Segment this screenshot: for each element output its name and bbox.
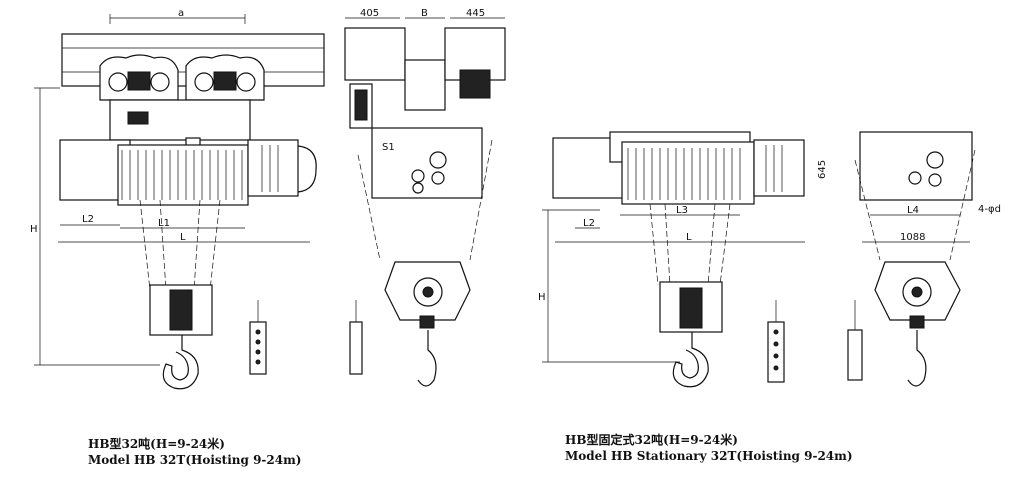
left-caption-line1: HB型32吨(H=9-24米) [88,437,225,451]
dim-l-label: L [180,232,186,243]
right-dim-bolt-label: 4-φd [978,204,1001,215]
hook [162,335,199,390]
right-rope-drum [621,141,755,205]
left-end-view: 405 B 445 S1 [344,8,506,387]
right-caption-line1: HB型固定式32吨(H=9-24米) [565,433,738,447]
trolley-left [99,54,179,101]
right-caption-line2: Model HB Stationary 32T(Hoisting 9-24m) [565,449,853,463]
right-dim-l2-label: L2 [583,218,595,229]
trolley-right [185,54,265,101]
right-end-view: 645 L4 4-φd 1088 [817,131,1001,387]
left-motor [247,139,299,197]
right-dim-l4-label: L4 [907,205,919,216]
right-dim-645-label: 645 [817,160,828,179]
pendant-control [249,321,267,375]
dim-h-label: H [30,224,38,235]
drum-rope-hatch [121,150,243,200]
dim-445-label: 445 [466,8,485,19]
left-side-view: a [30,8,325,390]
right-dim-1088-label: 1088 [900,232,925,243]
dim-b-label: B [421,8,428,19]
left-caption-line2: Model HB 32T(Hoisting 9-24m) [88,453,302,467]
dim-s1-label: S1 [382,142,395,153]
right-dim-l-label: L [686,232,692,243]
left-caption: HB型32吨(H=9-24米) Model HB 32T(Hoisting 9-… [88,436,301,468]
right-dim-l3-label: L3 [676,205,688,216]
dim-a-label: a [178,8,184,19]
rope-drum [117,144,249,206]
right-dim-h-label: H [538,292,546,303]
right-side-view: L2 L3 L H [538,131,805,388]
dim-405-label: 405 [360,8,379,19]
dim-l2-label: L2 [82,214,94,225]
end-body [371,127,483,199]
right-caption: HB型固定式32吨(H=9-24米) Model HB Stationary 3… [565,432,853,464]
dim-l1-label: L1 [158,218,170,229]
